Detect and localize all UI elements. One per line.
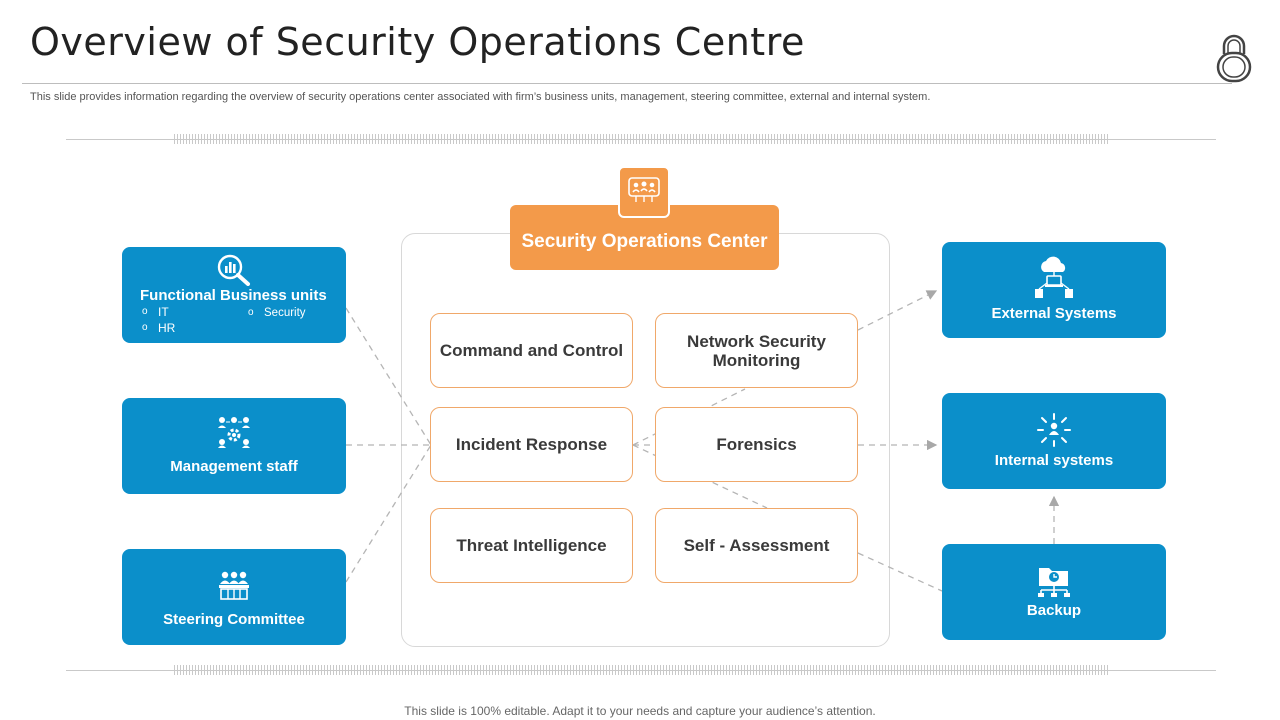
team-gear-icon <box>217 416 251 453</box>
function-self-assessment: Self - Assessment <box>655 508 858 583</box>
bullet-text: Security <box>264 307 306 319</box>
box-label-internal: Internal systems <box>994 452 1114 469</box>
chart-magnifier-icon <box>217 254 251 291</box>
box-internal-systems: Internal systems <box>942 393 1166 489</box>
function-threat-intelligence: Threat Intelligence <box>430 508 633 583</box>
slide-description: This slide provides information regardin… <box>30 91 931 103</box>
network-arrows-icon <box>1037 413 1071 452</box>
soc-icon-badge <box>618 166 670 218</box>
box-label-steering: Steering Committee <box>163 611 305 628</box>
arrow-to-external <box>857 290 938 331</box>
bullet-marker: o <box>142 322 148 333</box>
control-room-icon <box>627 175 661 210</box>
box-steering-committee: Steering Committee <box>122 549 346 645</box>
soc-title: Security Operations Center <box>510 205 779 270</box>
function-incident-response: Incident Response <box>430 407 633 482</box>
function-command-and-control: Command and Control <box>430 313 633 388</box>
connector-business-units <box>345 307 432 446</box>
bottom-decorative-rule <box>66 665 1216 675</box>
box-backup: Backup <box>942 544 1166 640</box>
page-title: Overview of Security Operations Centre <box>30 20 805 64</box>
function-forensics: Forensics <box>655 407 858 482</box>
box-label-business-units: Functional Business units <box>140 287 327 304</box>
box-management-staff: Management staff <box>122 398 346 494</box>
padlock-icon <box>1214 32 1254 84</box>
bullet-item: o Security <box>246 305 306 321</box>
box-label-management: Management staff <box>170 458 298 475</box>
backup-folder-icon <box>1037 564 1071 603</box>
bullet-text: HR <box>158 321 176 335</box>
bullet-marker: o <box>142 306 148 317</box>
function-network-security-monitoring: Network Security Monitoring <box>655 313 858 388</box>
box-external-systems: External Systems <box>942 242 1166 338</box>
bullet-list-right: o Security <box>246 305 306 321</box>
connector-incident-nsm <box>632 388 746 446</box>
box-label-backup: Backup <box>1026 602 1082 619</box>
connector-assessment-backup <box>857 552 943 592</box>
footer-note: This slide is 100% editable. Adapt it to… <box>404 704 876 718</box>
box-label-external: External Systems <box>991 305 1117 322</box>
title-divider <box>22 83 1232 84</box>
bullet-item: o HR <box>140 320 175 336</box>
cloud-network-icon <box>1034 256 1074 305</box>
bullet-marker: o <box>248 307 254 318</box>
bullet-text: IT <box>158 305 169 319</box>
bullet-item: o IT <box>140 304 175 320</box>
top-decorative-rule <box>66 134 1216 144</box>
committee-icon <box>218 571 250 606</box>
connector-steering <box>345 444 432 583</box>
